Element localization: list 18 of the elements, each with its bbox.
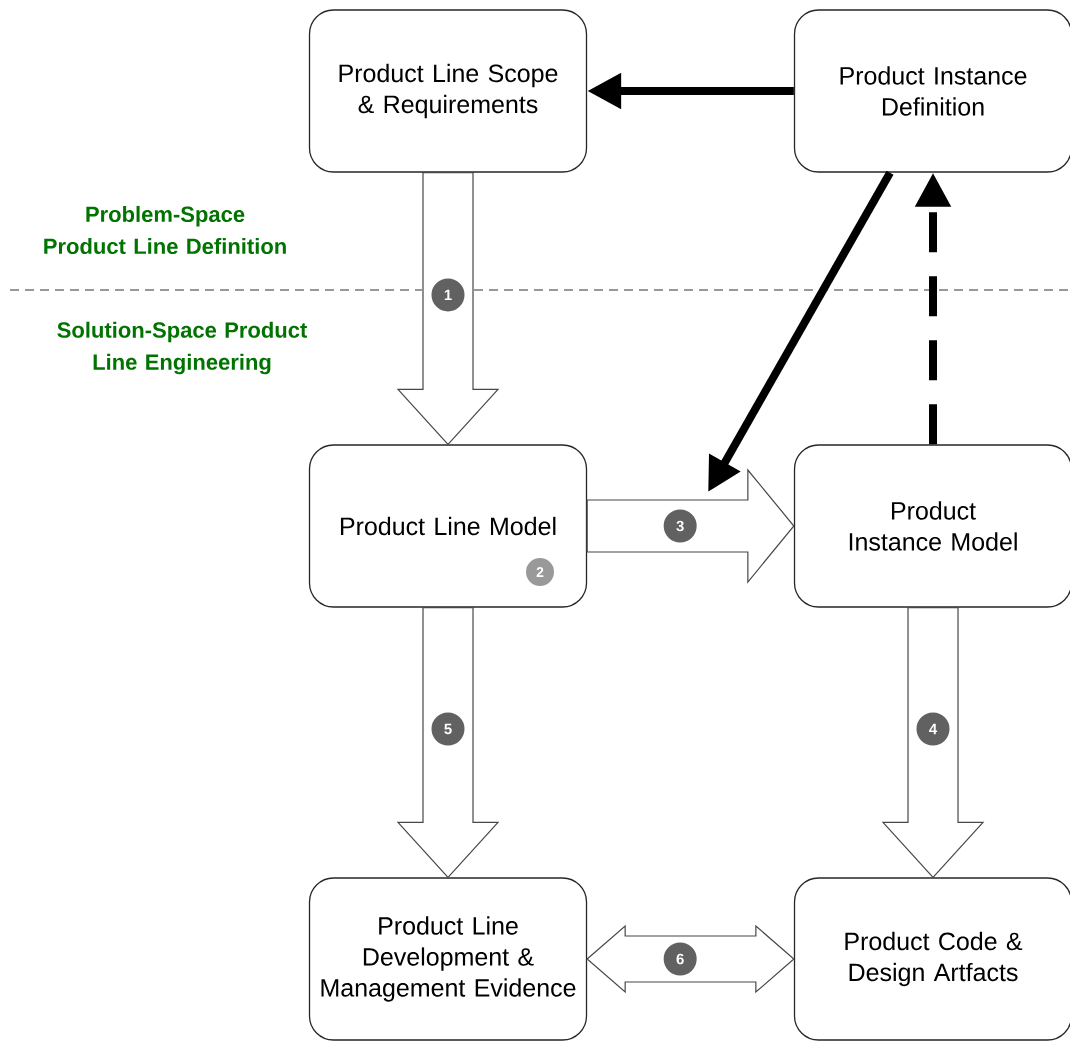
process-box: Product Instance Model bbox=[793, 444, 1070, 608]
process-box: Product Line Scope & Requirements bbox=[308, 9, 588, 173]
block-arrow bbox=[586, 468, 795, 584]
edge-label: 5 bbox=[428, 709, 468, 749]
callout-number: 2 bbox=[524, 556, 556, 588]
process-box: Product Line Development & Management Evidence bbox=[308, 877, 588, 1041]
block-arrow bbox=[396, 607, 500, 879]
process-box: Product Instance Definition bbox=[793, 9, 1070, 173]
block-arrow bbox=[881, 607, 985, 879]
block-arrow bbox=[586, 924, 795, 994]
edge-label: 4 bbox=[913, 709, 953, 749]
section-label: Problem-Space Product Line Definition bbox=[44, 205, 286, 255]
edge-label: 3 bbox=[660, 506, 700, 546]
process-box: Product Code & Design Artfacts bbox=[793, 877, 1070, 1041]
block-arrow bbox=[396, 172, 500, 446]
edge-label: 6 bbox=[660, 939, 700, 979]
section-label: Solution-Space Product Line Engineering bbox=[57, 321, 308, 375]
edge-label: 1 bbox=[428, 275, 468, 315]
